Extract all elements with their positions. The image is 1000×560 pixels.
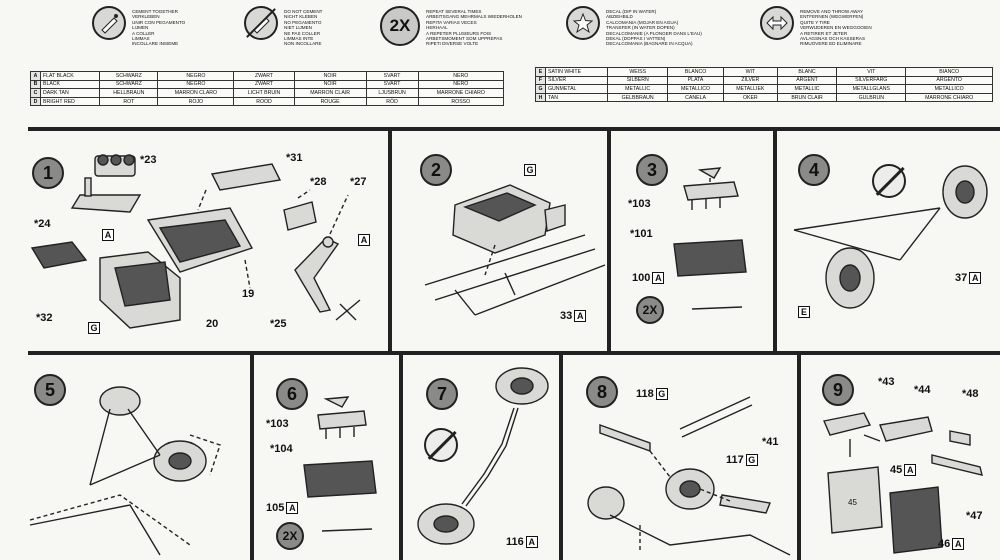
part-label-47: *47 <box>966 510 983 522</box>
divider <box>250 351 254 560</box>
step-5-axle-install-drawing <box>29 386 221 556</box>
step-4-axle-drawing <box>793 165 988 309</box>
step-3-number: 3 <box>636 154 668 186</box>
step-2-chassis-drawing <box>424 184 606 316</box>
divider <box>773 127 777 355</box>
step-6-number: 6 <box>276 378 308 410</box>
step-9-interior-drawing <box>823 412 983 554</box>
part-label-24: *24 <box>34 218 51 230</box>
divider <box>607 127 611 355</box>
part-label-48: *48 <box>962 388 979 400</box>
step-9-number: 9 <box>822 374 854 406</box>
step-1-engine-drawing <box>30 154 361 329</box>
part-label-41: *41 <box>762 436 779 448</box>
decal-icon <box>566 6 600 40</box>
divider-middle <box>28 351 1000 355</box>
step-8-number: 8 <box>586 376 618 408</box>
part-label-25: *25 <box>270 318 287 330</box>
color-callout: G <box>522 164 536 176</box>
step-7-number: 7 <box>426 378 458 410</box>
part-label-101: *101 <box>630 228 653 240</box>
step-5-number: 5 <box>34 374 66 406</box>
part-label-23: *23 <box>140 154 157 166</box>
divider <box>559 351 563 560</box>
part-label-104: *104 <box>270 443 293 455</box>
step-6-parts-drawing <box>303 396 377 532</box>
color-callout: E <box>796 306 810 318</box>
no-cement-icon <box>872 164 906 198</box>
divider-top <box>28 127 1000 131</box>
divider <box>399 351 403 560</box>
color-callout: A <box>356 234 370 246</box>
part-label-27: *27 <box>350 176 367 188</box>
part-label-103: *103 <box>266 418 289 430</box>
step-8-suspension-drawing <box>587 396 791 556</box>
part-label-103: *103 <box>628 198 651 210</box>
step-3-parts-drawing <box>673 167 747 310</box>
repeat-2x-badge: 2X <box>276 522 304 550</box>
cement-icon <box>92 6 126 40</box>
no-cement-icon <box>424 428 458 462</box>
part-label-28: *28 <box>310 176 327 188</box>
part-label-43: *43 <box>878 376 895 388</box>
color-callout: A <box>100 229 114 241</box>
divider <box>388 127 392 355</box>
step-1-number: 1 <box>32 157 64 189</box>
part-label-19: 19 <box>242 288 255 300</box>
part-label-31: *31 <box>286 152 303 164</box>
part-label-44: *44 <box>914 384 931 396</box>
step-7-front-axle-drawing <box>417 367 549 545</box>
step-2-number: 2 <box>420 154 452 186</box>
seat-note: 45 <box>848 498 857 507</box>
step-4-number: 4 <box>798 154 830 186</box>
repeat-2x-badge: 2X <box>636 296 664 324</box>
no-cement-icon <box>244 6 278 40</box>
color-callout: G <box>86 322 100 334</box>
part-label-20: 20 <box>206 318 219 330</box>
repeat-icon: 2X <box>380 6 420 46</box>
divider <box>797 351 801 560</box>
part-label-32: *32 <box>36 312 53 324</box>
remove-icon <box>760 6 794 40</box>
